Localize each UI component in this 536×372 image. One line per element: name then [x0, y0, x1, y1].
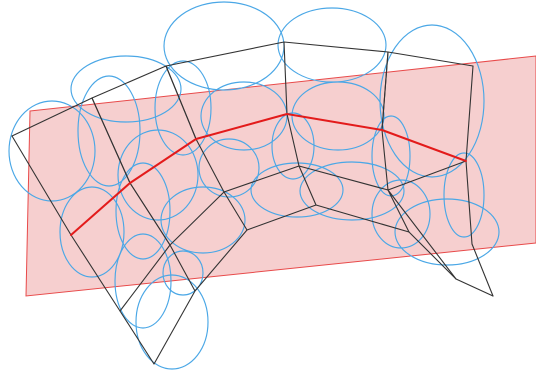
cutting-plane [26, 56, 536, 296]
plane-layer [26, 56, 536, 296]
circle-4 [278, 8, 386, 82]
